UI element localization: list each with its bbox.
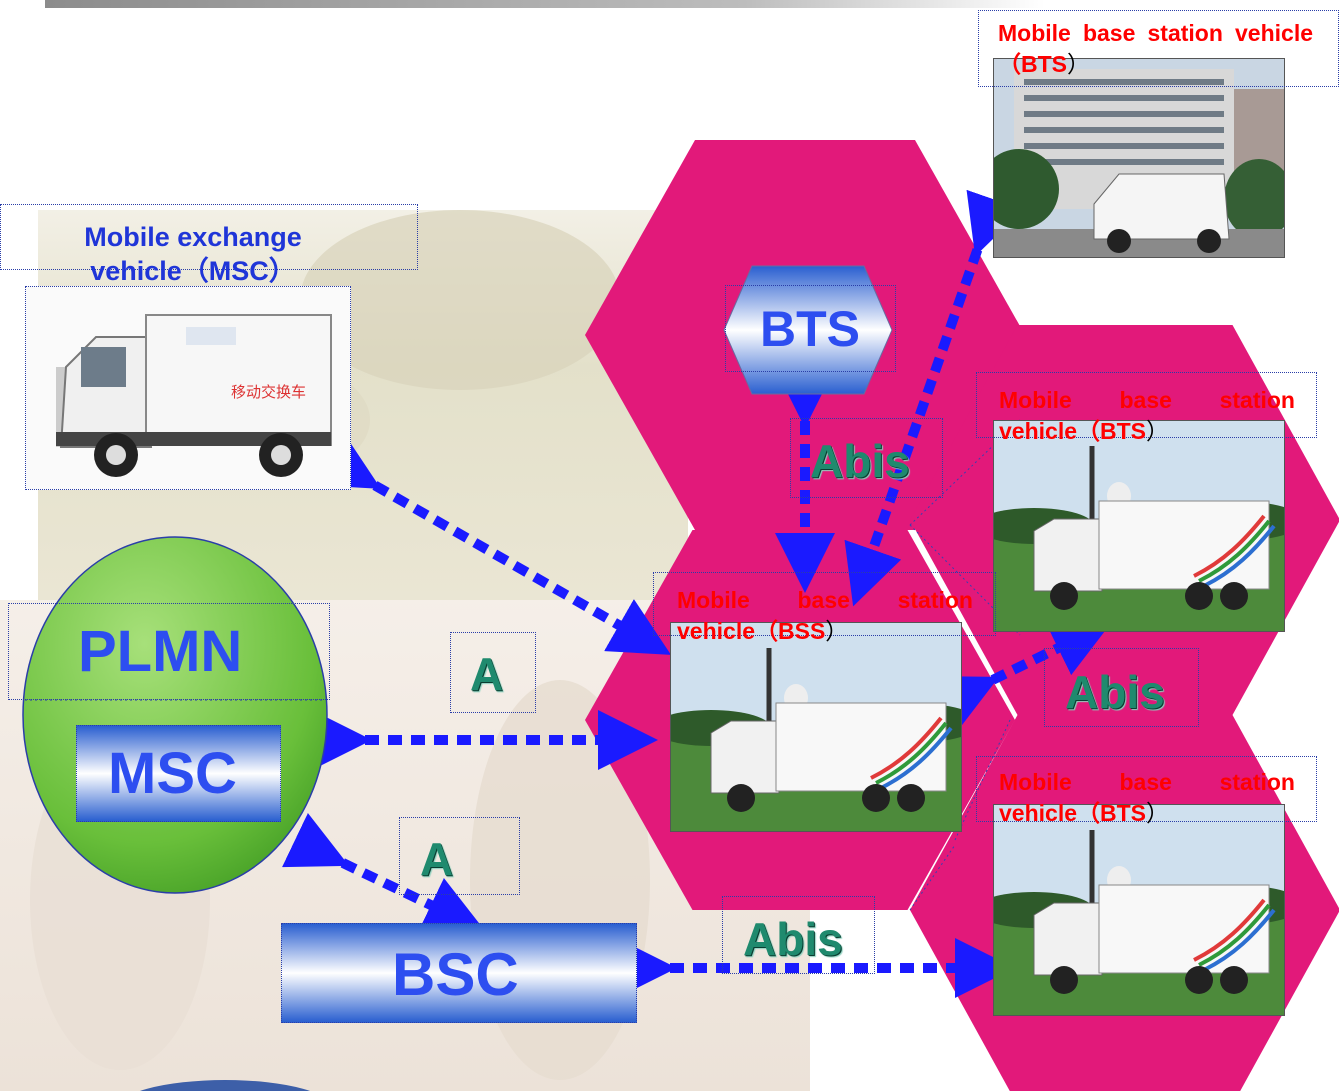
msc-truck-photo: 移动交换车 bbox=[25, 286, 351, 490]
svg-text:移动交换车: 移动交换车 bbox=[231, 383, 306, 401]
interface-abis-center: Abis bbox=[810, 435, 910, 487]
bts-top-caption: Mobile base station vehicle（BTS） bbox=[998, 20, 1313, 77]
arrow-msc-vehicle-to-bss bbox=[314, 433, 672, 655]
plmn-node bbox=[22, 536, 328, 894]
bss-truck-photo bbox=[670, 622, 962, 832]
bts-node bbox=[723, 265, 893, 395]
msc-node bbox=[76, 725, 281, 822]
msc-label: MSC bbox=[108, 741, 237, 806]
bts-label: BTS bbox=[760, 301, 860, 357]
bts-truck-photo-mid bbox=[993, 420, 1285, 632]
arrow-plmn-to-bsc bbox=[281, 812, 486, 933]
bts-right-bottom-caption: Mobile base station vehicle（BTS） bbox=[999, 769, 1295, 826]
interface-abis-bottom: Abis bbox=[743, 913, 843, 965]
interface-abis-right: Abis bbox=[1065, 666, 1165, 718]
bsc-label: BSC bbox=[392, 941, 519, 1008]
top-bar bbox=[45, 0, 1045, 8]
bts-truck-photo-bottom bbox=[993, 804, 1285, 1016]
bts-right-mid-caption: Mobile base station vehicle（BTS） bbox=[999, 387, 1295, 444]
interface-a-upper: A bbox=[470, 648, 504, 700]
plmn-label: PLMN bbox=[78, 619, 243, 684]
arrow-bss-to-bts-mid bbox=[931, 621, 1112, 731]
bss-center-caption: Mobile base station vehicle（BSS） bbox=[677, 587, 973, 644]
arrow-bts-van-to-bss bbox=[844, 189, 1024, 607]
bottom-blue-shape bbox=[139, 1080, 311, 1091]
interface-a-lower: A bbox=[420, 833, 454, 885]
bsc-node bbox=[281, 923, 637, 1023]
msc-vehicle-caption: Mobile exchange vehicle（MSC） bbox=[84, 222, 302, 286]
plmn-label-box bbox=[8, 603, 330, 700]
bts-van-photo bbox=[993, 58, 1285, 258]
